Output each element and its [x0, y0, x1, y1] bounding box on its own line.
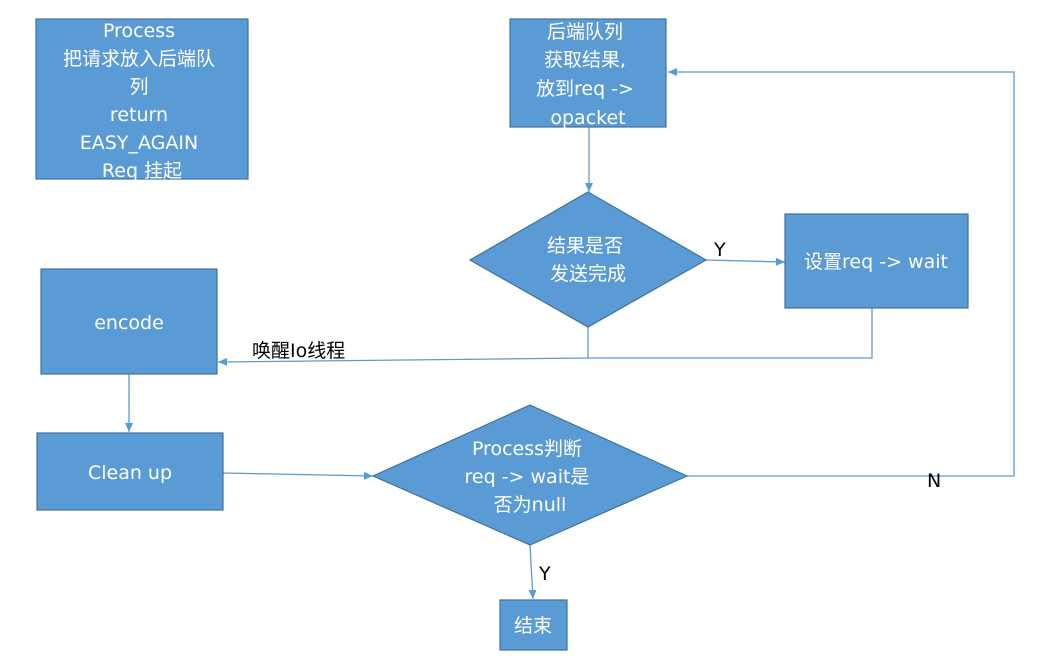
- node-text: Process判断 req -> wait是 否为null: [465, 438, 596, 516]
- node-text: 设置req -> wait: [804, 251, 948, 273]
- edge-check-no-loop: [668, 68, 1015, 477]
- edge-to-encode: [217, 357, 589, 366]
- node-text: 结果是否 发送完成: [547, 235, 629, 285]
- node-text: 结束: [514, 615, 552, 637]
- edges: [125, 68, 1015, 600]
- node-text: Clean up: [88, 462, 172, 484]
- node-process-enqueue: Process 把请求放入后端队 列 return EASY_AGAIN Req…: [35, 18, 249, 182]
- edge-label-yes-end: Y: [538, 563, 551, 585]
- edge-result-to-set-wait: [705, 257, 786, 266]
- node-encode: encode: [40, 268, 218, 375]
- edge-set-wait-down: [588, 308, 873, 359]
- edge-check-to-end: [528, 544, 537, 600]
- edge-label-wake-io: 唤醒Io线程: [252, 340, 345, 362]
- node-text: encode: [94, 312, 164, 334]
- edge-label-no-loop: N: [927, 470, 941, 492]
- edge-cleanup-to-check: [222, 471, 374, 480]
- node-set-wait: 设置req -> wait: [784, 213, 969, 309]
- node-result-sent: 结果是否 发送完成: [468, 191, 708, 328]
- node-process-check: Process判断 req -> wait是 否为null: [371, 404, 689, 546]
- node-text: 后端队列 获取结果, 放到req -> opacket: [536, 21, 640, 129]
- node-backend-fetch: 后端队列 获取结果, 放到req -> opacket: [509, 18, 667, 129]
- node-end: 结束: [499, 599, 568, 651]
- node-text: Process 把请求放入后端队 列 return EASY_AGAIN Req…: [63, 20, 221, 182]
- node-clean-up: Clean up: [36, 432, 224, 511]
- edge-label-yes-set-wait: Y: [713, 239, 726, 261]
